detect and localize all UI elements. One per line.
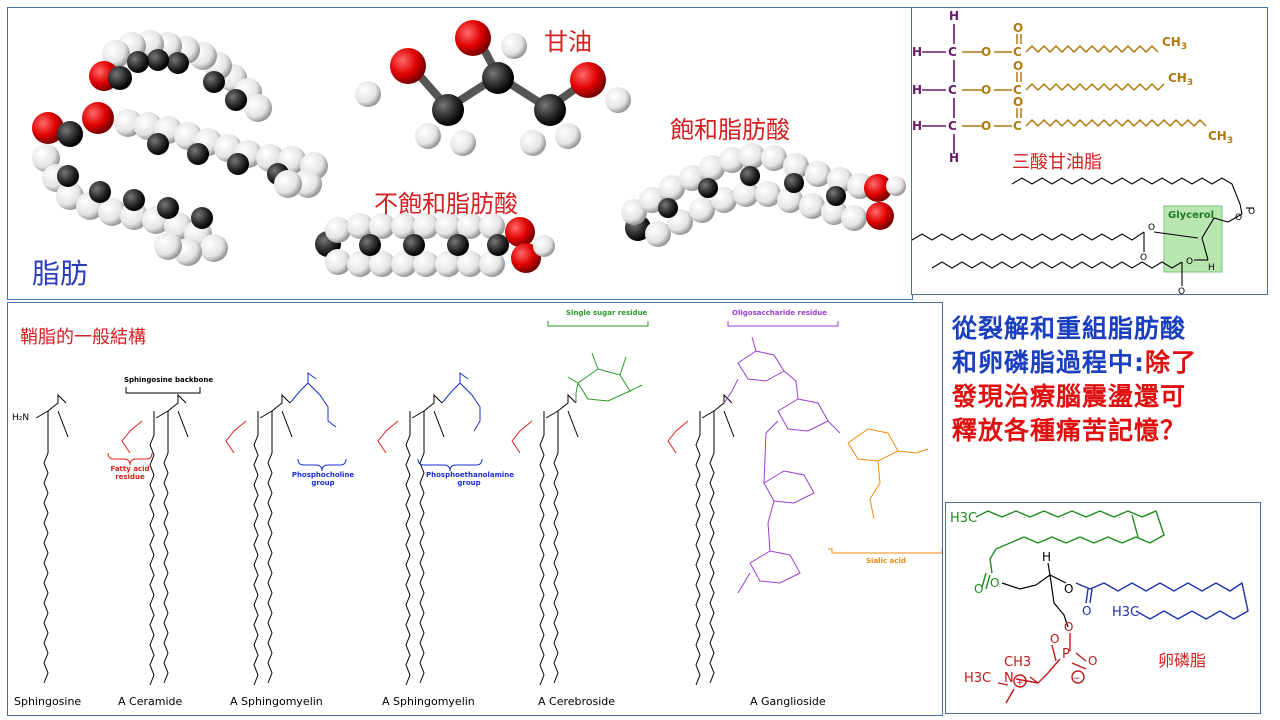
svg-text:O: O xyxy=(1064,582,1073,596)
svg-text:O: O xyxy=(1064,620,1073,634)
svg-text:C: C xyxy=(948,119,957,133)
oligosaccharide-residue-label: Oligosaccharide residue xyxy=(732,309,828,317)
question-line-1: 從裂解和重組脂肪酸 xyxy=(952,314,1187,343)
fat-title: 脂肪 xyxy=(32,257,89,290)
svg-text:H: H xyxy=(1042,550,1051,564)
question-line-4: 釋放各種痛苦記憶？ xyxy=(952,416,1187,445)
glycerol-ball-stick-model xyxy=(355,20,631,156)
svg-text:O: O xyxy=(1178,287,1185,295)
svg-text:O: O xyxy=(1013,95,1023,109)
svg-text:O: O xyxy=(1082,604,1091,618)
svg-text:C: C xyxy=(1013,45,1022,59)
single-sugar-residue-label: Single sugar residue xyxy=(566,309,648,317)
cerebroside-name: A Cerebroside xyxy=(538,695,616,708)
svg-text:H: H xyxy=(1208,263,1215,273)
svg-text:O: O xyxy=(981,119,991,133)
sialic-acid-label: Sialic acid xyxy=(866,557,906,565)
question-line-2: 和卵磷脂過程中:除了 xyxy=(952,346,1252,380)
svg-text:O: O xyxy=(974,582,983,596)
question-line-2b: 除了 xyxy=(1145,348,1198,377)
svg-text:H: H xyxy=(912,45,922,59)
sphingolipid-panel: 鞘脂的一般結構 H₂N Sphingosine backbone Fatty a… xyxy=(7,302,943,716)
svg-text:O: O xyxy=(1013,21,1023,35)
sphingosine-backbone-label: Sphingosine backbone xyxy=(124,376,214,384)
svg-text:O: O xyxy=(1088,654,1097,668)
svg-text:C: C xyxy=(948,83,957,97)
sphingomyelin-name-1: A Sphingomyelin xyxy=(230,695,323,708)
phosphoethanolamine-group-label: Phosphoethanolamine group xyxy=(426,471,515,487)
h2n-label: H₂N xyxy=(12,413,30,423)
svg-text:O: O xyxy=(1248,207,1255,217)
svg-text:H: H xyxy=(949,9,959,23)
svg-text:+: + xyxy=(1016,678,1024,688)
sphingomyelin-name-2: A Sphingomyelin xyxy=(382,695,475,708)
sphingolipid-title: 鞘脂的一般結構 xyxy=(20,327,146,348)
svg-text:O: O xyxy=(1050,632,1059,646)
fat-molecule-models xyxy=(32,20,906,277)
lecithin-p-label: P xyxy=(1062,647,1070,662)
saturated-fatty-acid-model xyxy=(621,143,906,247)
svg-text:O: O xyxy=(981,45,991,59)
question-line-3: 發現治療腦震盪還可 xyxy=(952,382,1187,411)
chain-middle xyxy=(32,102,328,198)
triglyceride-space-model xyxy=(32,30,328,266)
ganglioside-name: A Ganglioside xyxy=(750,695,826,708)
unsaturated-fatty-acid-model xyxy=(315,213,555,277)
glycerol-label: 甘油 xyxy=(544,28,592,56)
fat-molecules-panel: 甘油 飽和脂肪酸 不飽和脂肪酸 脂肪 xyxy=(7,7,913,300)
ceramide-name: A Ceramide xyxy=(118,695,183,708)
svg-text:H: H xyxy=(912,83,922,97)
svg-text:H: H xyxy=(949,151,959,165)
svg-text:O: O xyxy=(990,576,999,590)
svg-text:O: O xyxy=(981,83,991,97)
lecithin-n-label: N xyxy=(1004,671,1014,686)
fatty-acid-residue-label: Fatty acid residue xyxy=(110,465,150,481)
svg-text:O: O xyxy=(1148,223,1155,233)
unsaturated-fatty-acid-label: 不飽和脂肪酸 xyxy=(374,190,518,218)
lecithin-h3c-n-label: H3C xyxy=(964,671,992,686)
svg-text:C: C xyxy=(948,45,957,59)
sphingosine-name: Sphingosine xyxy=(14,695,82,708)
svg-text:C: C xyxy=(1013,83,1022,97)
lecithin-label: 卵磷脂 xyxy=(1158,651,1207,670)
svg-text:CH3: CH3 xyxy=(1162,35,1187,52)
svg-text:−: − xyxy=(1073,674,1081,684)
question-text: 從裂解和重組脂肪酸 和卵磷脂過程中:除了 發現治療腦震盪還可 釋放各種痛苦記憶？ xyxy=(952,312,1252,448)
saturated-fatty-acid-label: 飽和脂肪酸 xyxy=(670,116,790,144)
chain-bottom xyxy=(32,144,228,266)
svg-text:CH3: CH3 xyxy=(1208,129,1233,146)
svg-text:C: C xyxy=(1013,119,1022,133)
sphingolipid-structures xyxy=(35,321,942,686)
chain-top xyxy=(89,30,272,122)
svg-text:O: O xyxy=(1235,213,1242,223)
lecithin-h3c-top: H3C xyxy=(950,511,978,526)
svg-text:O: O xyxy=(1186,257,1193,267)
glycerol-tag: Glycerol xyxy=(1168,210,1215,221)
svg-text:H: H xyxy=(912,119,922,133)
question-line-2a: 和卵磷脂過程中: xyxy=(952,348,1145,377)
triglyceride-label: 三酸甘油脂 xyxy=(1012,152,1102,173)
svg-text:CH3: CH3 xyxy=(1168,71,1193,88)
lecithin-h3c-mid: H3C xyxy=(1112,605,1140,620)
lecithin-panel: O O O H O O O O − + H3C H3C P N CH3 H3C … xyxy=(945,502,1261,714)
lecithin-ch3-label: CH3 xyxy=(1004,655,1032,670)
lecithin-structure: O O O H O O O O − + xyxy=(974,510,1249,704)
svg-text:O: O xyxy=(1140,253,1147,263)
svg-text:O: O xyxy=(1013,59,1023,73)
phosphocholine-group-label: Phosphocholine group xyxy=(291,471,355,487)
